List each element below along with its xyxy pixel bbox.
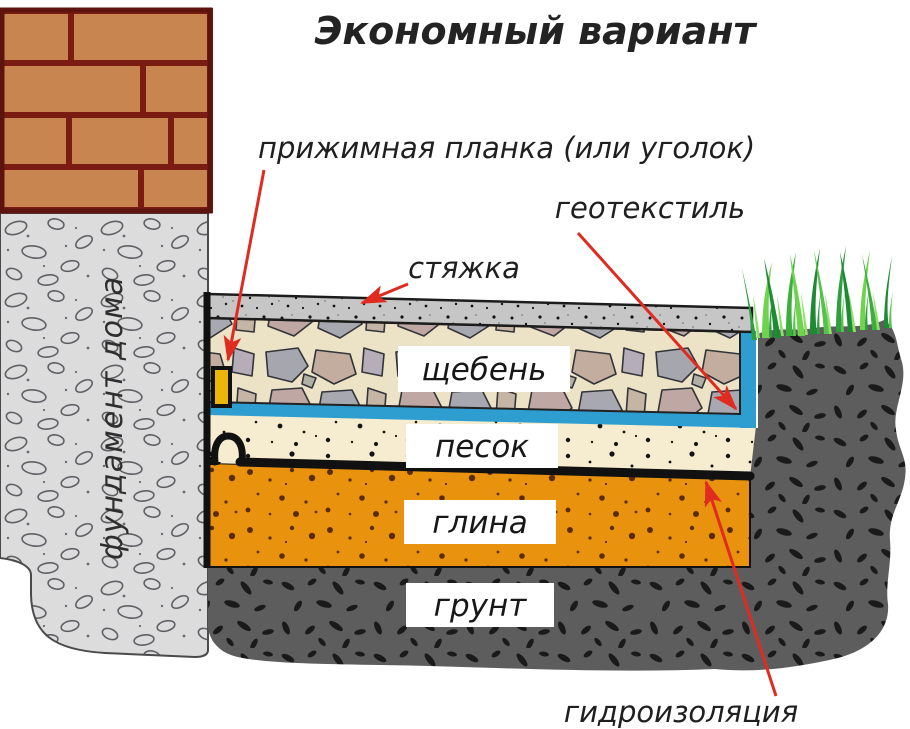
geotextile-band [208,331,756,428]
screed-annotation: стяжка [408,251,520,285]
arrow-screed [360,282,409,305]
rubble-label-box [398,346,570,392]
foundation-annotation: фундамент дома [95,276,130,560]
membrane-curl [211,432,246,466]
brick-wall [0,7,213,214]
waterproofing-line [204,432,755,481]
pressure-bar [211,366,232,408]
geotextile-vertical [740,331,756,428]
rubble-label: щебень [422,352,547,388]
arrow-geotextile [576,231,738,411]
arrow-waterproofing [704,480,778,697]
sand-label-box [406,424,558,468]
grass [742,246,893,340]
sand-label: песок [435,429,529,465]
arrow-pressure-bar [223,169,266,362]
annotation-arrows [223,169,778,697]
soil-label-box [406,583,554,627]
waterproofing-annotation: гидроизоляция [564,695,798,729]
soil-label: грунт [434,588,528,624]
clay-label-box [404,500,556,544]
page-title: Экономный вариант [314,9,757,53]
bricks [2,14,207,207]
pressure-bar-annotation: прижимная планка (или уголок) [258,131,755,165]
geotextile-annotation: геотекстиль [555,191,745,225]
soil-mass [208,320,906,671]
foundation-concrete [0,212,209,659]
layer-labels: щебень песок глина грунт [398,346,570,627]
clay-label: глина [432,505,528,541]
